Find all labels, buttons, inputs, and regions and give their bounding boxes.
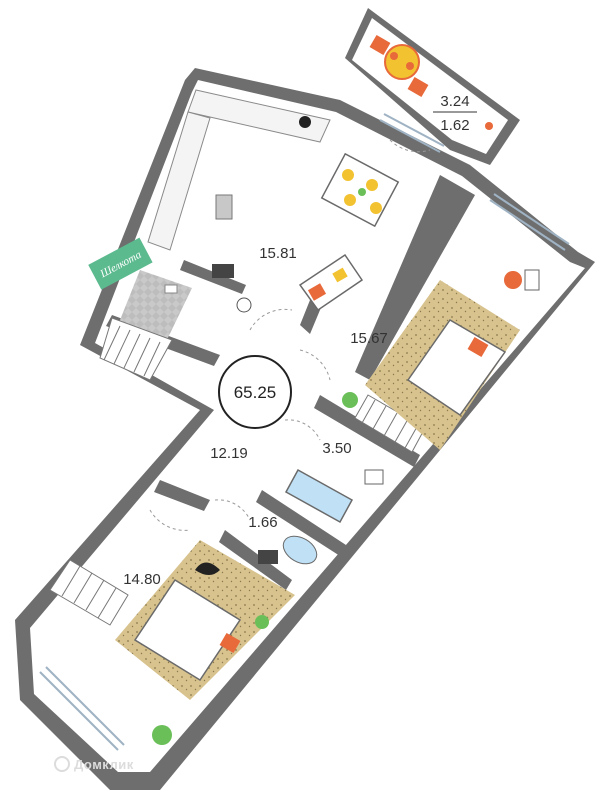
right-bedroom <box>342 269 540 450</box>
room-area-toilet: 1.66 <box>248 514 277 531</box>
toilet-room <box>258 535 318 565</box>
door-swings <box>149 139 431 531</box>
dining-table <box>320 152 400 228</box>
washer-icon <box>258 550 278 564</box>
washer-icon <box>212 264 234 278</box>
left-bedroom <box>115 540 295 745</box>
washing-machine-icon <box>236 297 252 313</box>
balcony-area-top: 3.24 <box>440 93 469 110</box>
kitchen-sofa <box>298 253 364 312</box>
total-area-badge: 65.25 <box>218 355 292 429</box>
wardrobe-entry <box>99 317 173 381</box>
watermark: Домклик <box>54 756 134 772</box>
room-area-hall: 12.19 <box>210 445 248 462</box>
wardrobe-left-bedroom <box>49 559 129 626</box>
plant-icon <box>358 188 366 196</box>
bath-sink-icon <box>364 469 384 485</box>
stove-icon <box>299 116 311 128</box>
cat-icon <box>195 562 220 575</box>
windows <box>39 113 570 751</box>
desk-chair-icon <box>504 271 522 289</box>
desk-icon <box>524 269 540 291</box>
plant-icon <box>342 392 358 408</box>
balcony-area-bottom: 1.62 <box>440 117 469 134</box>
watermark-text: Домклик <box>74 757 134 772</box>
plant-icon <box>255 615 269 629</box>
total-area: 65.25 <box>234 383 277 402</box>
watermark-logo-icon <box>54 756 70 772</box>
toilet-icon <box>282 535 318 565</box>
balcony-furniture <box>369 34 493 130</box>
sink-icon <box>215 194 233 220</box>
shoes-icon <box>164 284 178 294</box>
balcony-area: 3.24 1.62 <box>433 93 477 134</box>
kitchen-counter <box>147 89 331 313</box>
room-area-bedroom-right: 15.67 <box>350 330 388 347</box>
bathroom <box>284 468 384 524</box>
room-area-bedroom-left: 14.80 <box>123 571 161 588</box>
plant-icon <box>152 725 172 745</box>
room-area-kitchen-living: 15.81 <box>259 245 297 262</box>
room-area-bathroom: 3.50 <box>322 440 351 457</box>
wardrobes <box>49 317 426 626</box>
